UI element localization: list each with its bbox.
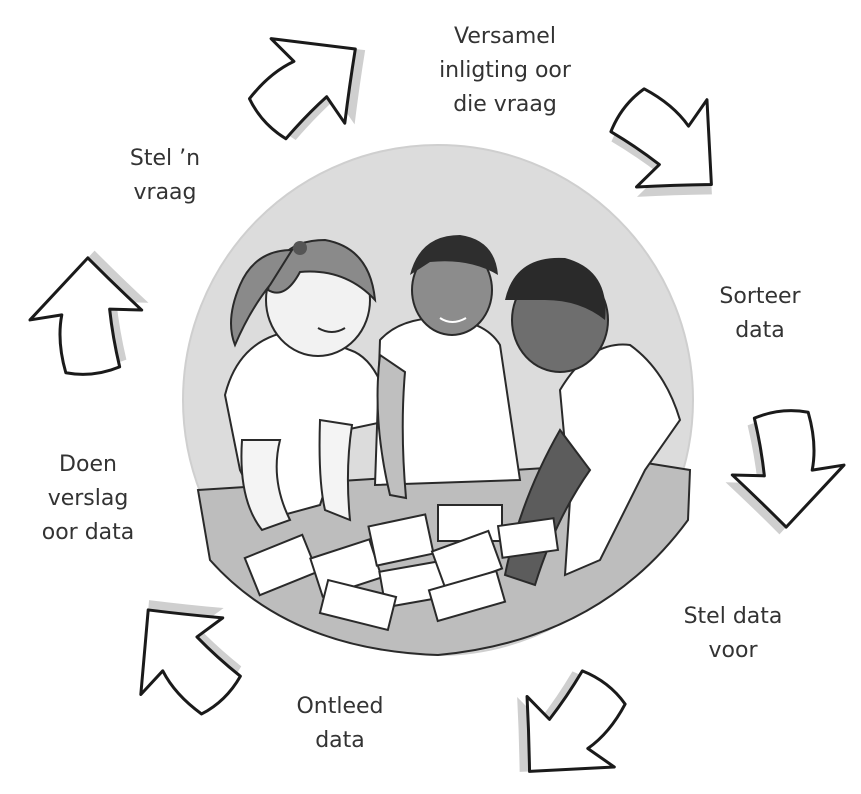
step-label-line: Sorteer bbox=[719, 284, 801, 309]
cycle-arrow-icon bbox=[489, 648, 654, 794]
cycle-arrow-icon bbox=[100, 575, 265, 740]
step-report-on-data: Doen verslag oor data bbox=[18, 448, 158, 550]
step-label-line: Stel ’n bbox=[129, 146, 201, 171]
card-person-1 bbox=[367, 513, 435, 567]
step-represent-data: Stel data voor bbox=[648, 600, 818, 668]
step-analyse-data: Ontleed data bbox=[265, 690, 415, 758]
card-bus-2 bbox=[496, 517, 560, 559]
cycle-arrow-icon bbox=[26, 254, 146, 378]
step-label-line: data bbox=[315, 728, 365, 753]
step-label-line: Doen bbox=[59, 452, 117, 477]
step-label-line: Stel data bbox=[683, 604, 783, 629]
girl-left-figure bbox=[223, 238, 394, 532]
step-label-line: die vraag bbox=[453, 92, 557, 117]
step-label-line: inligting oor bbox=[439, 58, 571, 83]
step-label-line: oor data bbox=[41, 520, 135, 545]
card-bicycle bbox=[243, 533, 319, 597]
step-collect-information: Versamel inligting oor die vraag bbox=[405, 20, 605, 122]
cycle-arrow-icon bbox=[225, 0, 389, 164]
step-label-line: voor bbox=[708, 638, 758, 663]
step-sort-data: Sorteer data bbox=[700, 280, 820, 348]
card-bus-1 bbox=[437, 504, 503, 542]
cycle-arrow-icon bbox=[728, 407, 848, 531]
children-sorting-illustration bbox=[182, 144, 694, 657]
step-label-line: verslag bbox=[47, 486, 129, 511]
girl-middle-figure bbox=[373, 235, 522, 500]
picture-cards bbox=[243, 504, 560, 632]
step-label-line: Versamel bbox=[454, 24, 556, 49]
step-label-line: vraag bbox=[133, 180, 197, 205]
step-ask-question: Stel ’n vraag bbox=[90, 142, 240, 210]
card-bus-3 bbox=[318, 578, 398, 632]
step-label-line: Ontleed bbox=[296, 694, 384, 719]
step-label-line: data bbox=[735, 318, 785, 343]
card-bus-4 bbox=[427, 569, 507, 623]
